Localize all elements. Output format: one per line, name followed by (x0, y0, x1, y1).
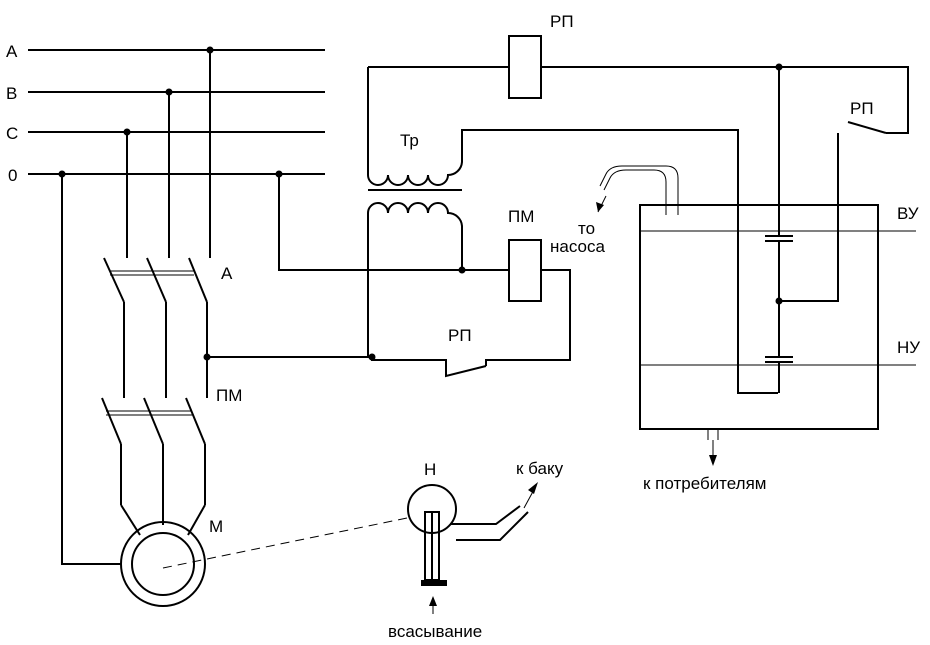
pump-label: Н (424, 460, 436, 479)
transformer-primary-winding (367, 67, 778, 394)
breaker-label: A (221, 264, 233, 283)
junction-dot (458, 266, 466, 274)
relay-coil-circuit: РП РП (368, 12, 909, 305)
starter-contacts: ПМ (101, 386, 242, 505)
outlet-arrow (709, 455, 717, 466)
outlet-label: к потребителям (643, 474, 766, 493)
motor-label: М (209, 517, 223, 536)
breaker-feeders (126, 50, 211, 258)
supply-bus: A B C 0 (6, 42, 325, 185)
to-tank-label: к баку (516, 459, 564, 478)
upper-level-label: ВУ (897, 204, 919, 223)
motor: М (120, 504, 223, 607)
phase-a-label: A (6, 42, 18, 61)
discharge-pipe (450, 505, 521, 525)
level-electrodes (765, 67, 793, 393)
inlet-pipe (603, 169, 667, 215)
inlet-arrow (596, 202, 604, 212)
starter-contacts-label: ПМ (216, 386, 242, 405)
pump: Н к баку всасывание (388, 459, 564, 641)
suction-strainer (421, 580, 447, 586)
transformer-label: Тр (400, 131, 419, 150)
starter-coil-circuit: ПМ РП (278, 174, 571, 378)
water-tank: ВУ НУ то насоса к потребителям (550, 165, 920, 493)
relay-nc-contact-label: РП (448, 326, 472, 345)
circuit-breaker: A (103, 257, 233, 398)
junction-dot (203, 353, 211, 361)
relay-coil-label: РП (550, 12, 574, 31)
motor-neutral-wire (61, 174, 121, 565)
starter-coil (508, 239, 542, 302)
suction-label: всасывание (388, 622, 482, 641)
transformer: Тр (367, 67, 778, 394)
relay-coil (508, 35, 542, 99)
inlet-label-2: насоса (550, 237, 605, 256)
phase-b-label: B (6, 84, 17, 103)
transformer-secondary-winding (367, 202, 463, 357)
relay-contact-open (847, 121, 887, 134)
suction-arrow (429, 596, 437, 606)
discharge-arrow (528, 482, 538, 494)
inlet-label-1: то (578, 219, 595, 238)
tank-body (639, 204, 879, 430)
shaft-coupling-dashed (162, 516, 413, 569)
lower-level-label: НУ (897, 338, 920, 357)
neutral-label: 0 (8, 166, 17, 185)
starter-coil-label: ПМ (508, 207, 534, 226)
relay-contact-label: РП (850, 99, 874, 118)
phase-c-label: C (6, 124, 18, 143)
